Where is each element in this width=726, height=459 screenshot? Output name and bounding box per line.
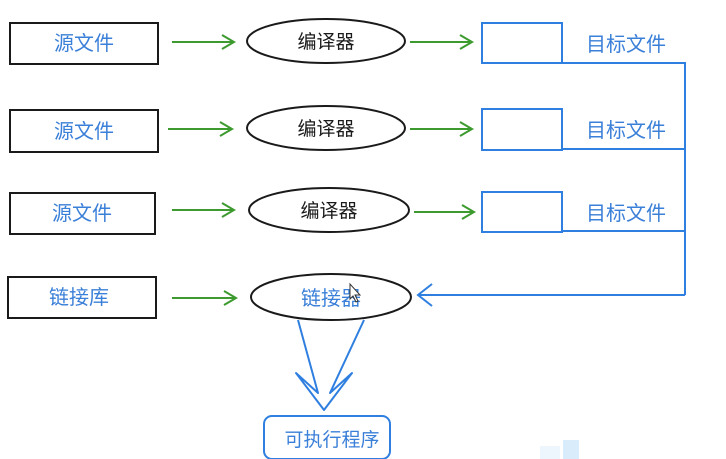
arrowhead-compiler-to-target-1 — [459, 34, 474, 50]
compiler-node-1 — [246, 18, 406, 64]
source-file-label-1: 源文件 — [54, 31, 114, 55]
compiler-node-2 — [246, 105, 406, 151]
hollow-arrow-outline — [295, 319, 365, 411]
arrowhead-compiler-to-target-3 — [461, 204, 476, 220]
executable-label: 可执行程序 — [284, 429, 379, 451]
connector-row-1 — [562, 62, 686, 295]
target-file-label-2: 目标文件 — [586, 118, 666, 142]
target-file-label-3: 目标文件 — [586, 201, 666, 225]
compiler-label-1: 编译器 — [297, 31, 354, 53]
target-file-box-2 — [481, 108, 563, 151]
arrowhead-source-to-compiler-2 — [219, 121, 234, 137]
compiler-label-2: 编译器 — [297, 118, 354, 140]
connector-arrowhead — [416, 283, 433, 307]
source-file-box-3 — [9, 192, 156, 235]
library-box — [7, 276, 157, 319]
source-file-label-2: 源文件 — [54, 119, 114, 143]
target-to-linker-connector — [416, 62, 686, 307]
linker-to-executable-arrow — [295, 319, 365, 411]
library-label: 链接库 — [49, 285, 109, 309]
linker-node — [250, 273, 412, 321]
compiler-label-3: 编译器 — [300, 200, 357, 222]
background-highlight-faint — [540, 446, 560, 459]
arrowhead-library-to-linker — [223, 290, 238, 306]
row-3: 源文件 编译器 目标文件 — [9, 187, 666, 235]
row-1: 源文件 编译器 目标文件 — [9, 18, 666, 65]
source-file-box-1 — [9, 22, 159, 65]
link-row: 链接库 链接器 — [7, 273, 412, 321]
arrowhead-source-to-compiler-1 — [221, 34, 236, 50]
mouse-pointer-icon — [349, 282, 362, 303]
arrowhead-source-to-compiler-3 — [221, 202, 236, 218]
executable-box — [263, 415, 391, 459]
executable-node: 可执行程序 — [263, 415, 391, 459]
arrowhead-compiler-to-target-2 — [459, 121, 474, 137]
source-file-box-2 — [9, 109, 159, 153]
background-highlight — [563, 440, 579, 459]
compiler-node-3 — [248, 187, 410, 233]
source-file-label-3: 源文件 — [52, 201, 112, 225]
target-file-box-3 — [481, 191, 563, 233]
target-file-label-1: 目标文件 — [586, 32, 666, 56]
row-2: 源文件 编译器 目标文件 — [9, 105, 666, 153]
target-file-box-1 — [481, 22, 563, 64]
